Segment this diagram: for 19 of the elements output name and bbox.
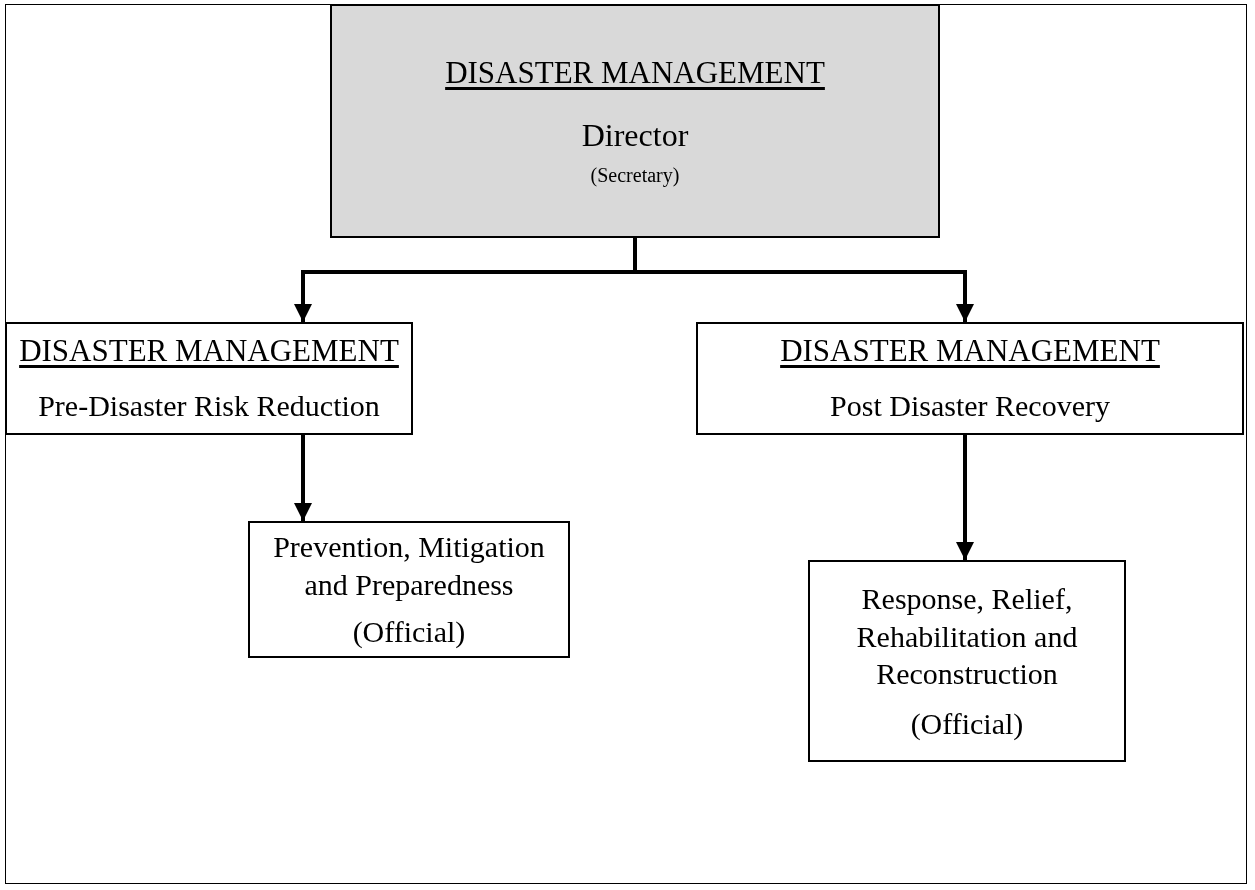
node-text: Pre-Disaster Risk Reduction: [38, 388, 380, 425]
heading: DISASTER MANAGEMENT: [780, 332, 1160, 371]
heading: DISASTER MANAGEMENT: [445, 54, 825, 93]
node-text: (Official): [352, 614, 466, 651]
process-box: [5, 322, 413, 435]
process-box: [248, 521, 570, 658]
node-text: Post Disaster Recovery: [830, 388, 1110, 425]
process-box: [696, 322, 1244, 435]
node-text: (Official): [910, 705, 1024, 742]
node-text: Response, Relief, Rehabilitation and Reconstruction: [855, 581, 1079, 692]
node-text: Prevention, Mitigation and Preparedness: [272, 529, 546, 603]
process-box: [808, 560, 1126, 762]
heading: DISASTER MANAGEMENT: [19, 332, 399, 371]
director-box: [330, 4, 940, 238]
arrow: [633, 238, 974, 322]
arrow: [956, 435, 974, 560]
node-text: Director: [581, 115, 689, 155]
node-text: (Secretary): [590, 162, 680, 188]
arrow: [294, 435, 312, 521]
